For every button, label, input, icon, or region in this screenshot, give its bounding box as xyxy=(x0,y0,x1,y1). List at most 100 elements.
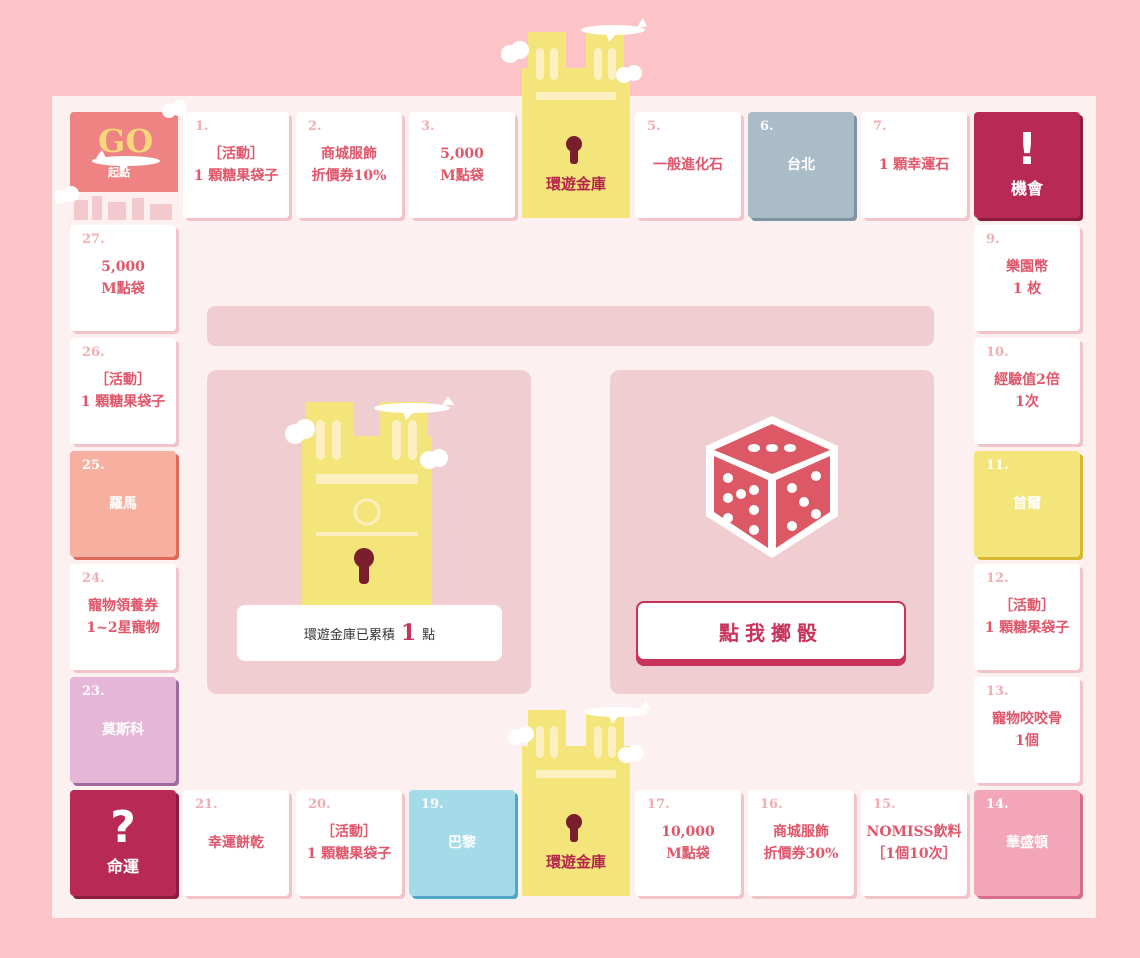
tile-label: 樂園幣 1 枚 xyxy=(1006,258,1048,297)
board-tile-16[interactable]: 16. 商城服飾 折價券30% xyxy=(748,790,854,896)
tile-label: ［活動］ 1 顆糖果袋子 xyxy=(80,371,166,410)
tile-label: 5,000 M點袋 xyxy=(101,258,145,297)
board-tile-7[interactable]: 7. 1 顆幸運石 xyxy=(861,112,967,218)
vault-label: 環遊金庫 xyxy=(545,853,606,871)
tile-label: 巴黎 xyxy=(448,834,476,851)
tile-number: 21. xyxy=(195,797,218,812)
airplane-icon xyxy=(584,700,650,724)
board-tile-12[interactable]: 12. ［活動］ 1 顆糖果袋子 xyxy=(974,564,1080,670)
cloud-icon xyxy=(501,41,529,63)
board-tile-9[interactable]: 9. 樂園幣 1 枚 xyxy=(974,225,1080,331)
board-tile-26[interactable]: 26. ［活動］ 1 顆糖果袋子 xyxy=(70,338,176,444)
tile-number: 20. xyxy=(308,797,331,812)
board-tile-15[interactable]: 15. NOMISS飲料 ［1個10次］ xyxy=(861,790,967,896)
cloud-icon xyxy=(508,726,534,745)
chance-label: 機會 xyxy=(1010,179,1043,199)
roll-dice-button[interactable]: 點我擲骰 xyxy=(636,601,906,661)
tile-number: 26. xyxy=(82,345,105,360)
vault-label: 環遊金庫 xyxy=(545,175,606,193)
board-tile-27[interactable]: 27. 5,000 M點袋 xyxy=(70,225,176,331)
tile-number: 5. xyxy=(647,119,661,134)
cloud-icon xyxy=(420,449,448,469)
board-tile-21[interactable]: 21. 幸運餅乾 xyxy=(183,790,289,896)
info-suffix: 點 xyxy=(422,627,436,643)
board-tile-1[interactable]: 1. ［活動］ 1 顆糖果袋子 xyxy=(183,112,289,218)
tile-label: ［活動］ 1 顆糖果袋子 xyxy=(984,597,1070,636)
city-skyline-icon xyxy=(70,192,178,220)
exclamation-icon: ! xyxy=(1016,124,1038,176)
tile-number: 19. xyxy=(421,797,444,812)
tile-label: 華盛頓 xyxy=(1006,834,1048,851)
cloud-icon xyxy=(162,100,187,118)
vault-accumulated-info: 環遊金庫已累積 1 點 xyxy=(237,605,502,661)
tile-number: 13. xyxy=(986,684,1009,699)
board-tile-10[interactable]: 10. 經驗值2倍 1次 xyxy=(974,338,1080,444)
board-tile-3[interactable]: 3. 5,000 M點袋 xyxy=(409,112,515,218)
tile-number: 1. xyxy=(195,119,209,134)
question-icon: ? xyxy=(110,802,136,854)
tile-label: 台北 xyxy=(787,156,815,173)
tile-label: 寵物領養券 1~2星寵物 xyxy=(86,597,160,636)
start-tile[interactable]: GO 起點 xyxy=(70,112,178,220)
board-tile-11[interactable]: 11. 首爾 xyxy=(974,451,1080,557)
board-tile-20[interactable]: 20. ［活動］ 1 顆糖果袋子 xyxy=(296,790,402,896)
cathedral-icon xyxy=(522,32,630,218)
tile-label: 10,000 M點袋 xyxy=(661,823,715,862)
tile-label: 莫斯科 xyxy=(102,721,144,738)
start-label: 起點 xyxy=(108,166,130,179)
message-bar xyxy=(207,306,934,346)
tile-label: 商城服飾 折價券10% xyxy=(311,145,387,184)
board-tile-2[interactable]: 2. 商城服飾 折價券10% xyxy=(296,112,402,218)
tile-number: 2. xyxy=(308,119,322,134)
tile-label: 經驗值2倍 1次 xyxy=(994,371,1060,410)
info-prefix: 環遊金庫已累積 xyxy=(303,627,395,643)
tile-number: 12. xyxy=(986,571,1009,586)
tile-label: 商城服飾 折價券30% xyxy=(763,823,839,862)
board-tile-13[interactable]: 13. 寵物咬咬骨 1個 xyxy=(974,677,1080,783)
tile-number: 15. xyxy=(873,797,896,812)
vault-tile-top[interactable]: 環遊金庫 xyxy=(522,28,630,220)
board-tile-25[interactable]: 25. 羅馬 xyxy=(70,451,176,557)
cathedral-icon xyxy=(302,402,432,606)
dice-icon[interactable] xyxy=(700,412,845,562)
tile-number: 11. xyxy=(986,458,1009,473)
board-tile-5[interactable]: 5. 一般進化石 xyxy=(635,112,741,218)
tile-label: 寵物咬咬骨 1個 xyxy=(992,710,1062,749)
fate-tile[interactable]: ? 命運 xyxy=(70,790,176,896)
tile-number: 17. xyxy=(647,797,670,812)
tile-label: NOMISS飲料 ［1個10次］ xyxy=(866,823,962,862)
tile-number: 27. xyxy=(82,232,105,247)
airplane-icon xyxy=(581,18,647,42)
tile-number: 10. xyxy=(986,345,1009,360)
go-title: GO xyxy=(98,122,154,160)
board-tile-6[interactable]: 6. 台北 xyxy=(748,112,854,218)
tile-label: 一般進化石 xyxy=(653,156,723,173)
tile-number: 7. xyxy=(873,119,887,134)
tile-label: 1 顆幸運石 xyxy=(878,156,950,173)
board-tile-14[interactable]: 14. 華盛頓 xyxy=(974,790,1080,896)
tile-number: 23. xyxy=(82,684,105,699)
tile-label: 幸運餅乾 xyxy=(208,834,264,851)
tile-label: 羅馬 xyxy=(109,495,137,512)
tile-number: 14. xyxy=(986,797,1009,812)
chance-tile[interactable]: ! 機會 xyxy=(974,112,1080,218)
cloud-icon xyxy=(616,65,642,83)
tile-number: 25. xyxy=(82,458,105,473)
board-tile-19[interactable]: 19. 巴黎 xyxy=(409,790,515,896)
tile-label: 5,000 M點袋 xyxy=(440,145,484,184)
airplane-icon xyxy=(92,150,160,172)
cathedral-icon xyxy=(522,710,630,896)
board-tile-24[interactable]: 24. 寵物領養券 1~2星寵物 xyxy=(70,564,176,670)
fate-label: 命運 xyxy=(106,857,139,877)
board-tile-17[interactable]: 17. 10,000 M點袋 xyxy=(635,790,741,896)
board-tile-23[interactable]: 23. 莫斯科 xyxy=(70,677,176,783)
tile-label: ［活動］ 1 顆糖果袋子 xyxy=(306,823,392,862)
vault-tile-bottom[interactable]: 環遊金庫 xyxy=(522,706,630,898)
cloud-icon xyxy=(618,745,644,763)
tile-number: 3. xyxy=(421,119,435,134)
tile-number: 9. xyxy=(986,232,1000,247)
cloud-icon xyxy=(54,186,79,204)
tile-label: ［活動］ 1 顆糖果袋子 xyxy=(193,145,279,184)
cloud-icon xyxy=(285,419,315,444)
tile-number: 16. xyxy=(760,797,783,812)
